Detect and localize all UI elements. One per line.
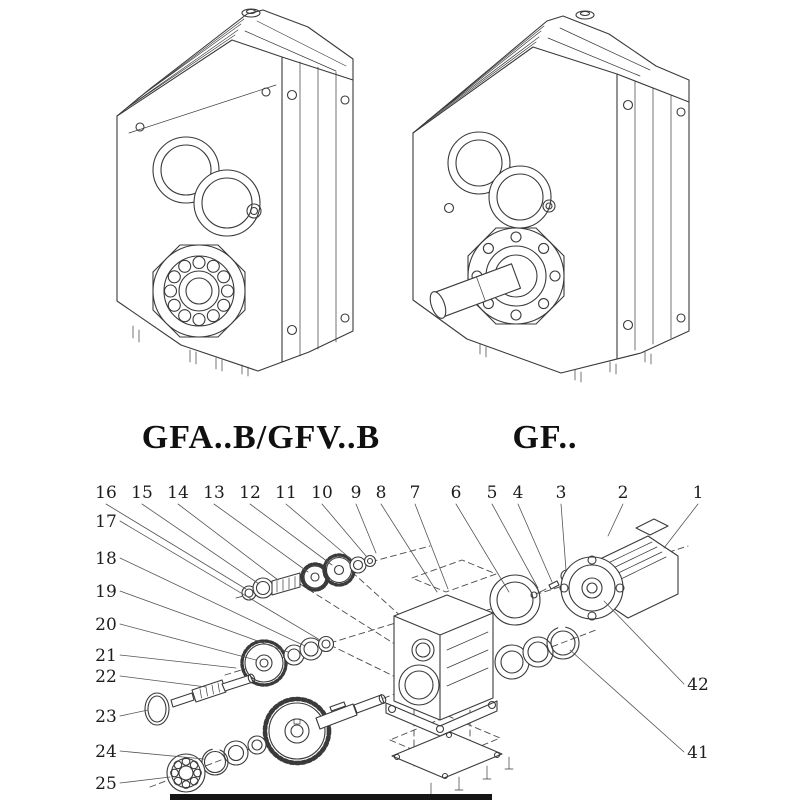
callout-18: 18 — [95, 549, 117, 569]
boss — [246, 203, 262, 219]
snap-ring — [546, 626, 580, 660]
bolt-hole — [261, 87, 271, 97]
pin — [548, 580, 560, 590]
output-bearing — [152, 244, 246, 338]
motor-flange — [560, 556, 624, 620]
bolt-hole — [135, 122, 145, 132]
callout-2: 2 — [618, 483, 629, 503]
callout-42: 42 — [687, 675, 709, 695]
callout-16: 16 — [95, 483, 117, 503]
callout-25: 25 — [95, 774, 117, 794]
side-ribs — [634, 80, 672, 351]
callout-7: 7 — [410, 483, 421, 503]
callout-10: 10 — [311, 483, 333, 503]
splined-sleeve — [271, 572, 301, 596]
callout-13: 13 — [203, 483, 225, 503]
mounting-feet — [479, 343, 652, 383]
bolt — [535, 588, 547, 595]
callout-17: 17 — [95, 512, 117, 532]
callout-22: 22 — [95, 667, 117, 687]
keyway — [293, 718, 301, 725]
cooling-ribs — [419, 25, 651, 128]
callout-15: 15 — [131, 483, 153, 503]
cooling-ribs — [123, 18, 347, 111]
bolt-pad — [676, 107, 686, 117]
callout-23: 23 — [95, 707, 117, 727]
gearbox-drawing-gfab — [116, 8, 354, 377]
bolt-pad — [286, 324, 298, 336]
ball-bearing — [166, 753, 206, 793]
shaft-end — [429, 291, 447, 319]
callout-12: 12 — [239, 483, 261, 503]
part-retaining-rings — [494, 626, 580, 680]
key — [329, 701, 347, 712]
bolt-pad — [622, 319, 634, 331]
leader-lines — [105, 503, 699, 784]
bolt-pad — [340, 95, 350, 105]
part-input-shaft-set — [241, 553, 377, 601]
bolt-pad — [443, 202, 455, 214]
gearbox-drawing-gf — [412, 10, 690, 383]
output-shaft — [315, 703, 358, 730]
callout-5: 5 — [487, 483, 498, 503]
boss — [542, 199, 556, 213]
bolt-pad — [622, 99, 634, 111]
roof-edge — [116, 39, 354, 117]
bearing-bore — [193, 169, 261, 237]
callout-8: 8 — [376, 483, 387, 503]
exploded-view: 16 15 14 13 12 11 10 9 8 7 6 5 4 3 2 1 1… — [95, 483, 709, 800]
cropped-content-strip — [170, 794, 492, 800]
part-pinion-shaft — [170, 673, 256, 708]
side-ribs — [299, 61, 337, 357]
callout-21: 21 — [95, 646, 117, 666]
callout-14: 14 — [167, 483, 189, 503]
callout-41: 41 — [687, 743, 709, 763]
model-label-gf: GF.. — [512, 419, 577, 456]
part-motor — [559, 518, 679, 621]
terminal-box — [635, 518, 669, 536]
bolt-pad — [676, 313, 686, 323]
callout-24: 24 — [95, 742, 117, 762]
callout-1: 1 — [693, 483, 704, 503]
intermediate-gear — [240, 639, 288, 687]
bearing-bore — [488, 165, 552, 229]
callout-4: 4 — [513, 483, 524, 503]
model-label-gfab: GFA..B/GFV..B — [142, 419, 380, 456]
bolt-pad — [286, 89, 298, 101]
base-cover-plate — [391, 731, 503, 779]
output-gear — [262, 696, 332, 766]
callout-3: 3 — [556, 483, 567, 503]
part-intermediate-gear-set — [240, 635, 335, 687]
callout-20: 20 — [95, 615, 117, 635]
part-output-gear-set — [166, 694, 387, 793]
mounting-feet — [132, 325, 249, 377]
callout-11: 11 — [275, 483, 297, 503]
part-housing — [385, 594, 514, 796]
callout-19: 19 — [95, 582, 117, 602]
callout-6: 6 — [451, 483, 462, 503]
part-seal-ring — [144, 692, 170, 726]
gasket-outline — [411, 559, 497, 593]
callout-9: 9 — [351, 483, 362, 503]
bolt-pad — [340, 313, 350, 323]
motor-fins — [603, 541, 667, 581]
